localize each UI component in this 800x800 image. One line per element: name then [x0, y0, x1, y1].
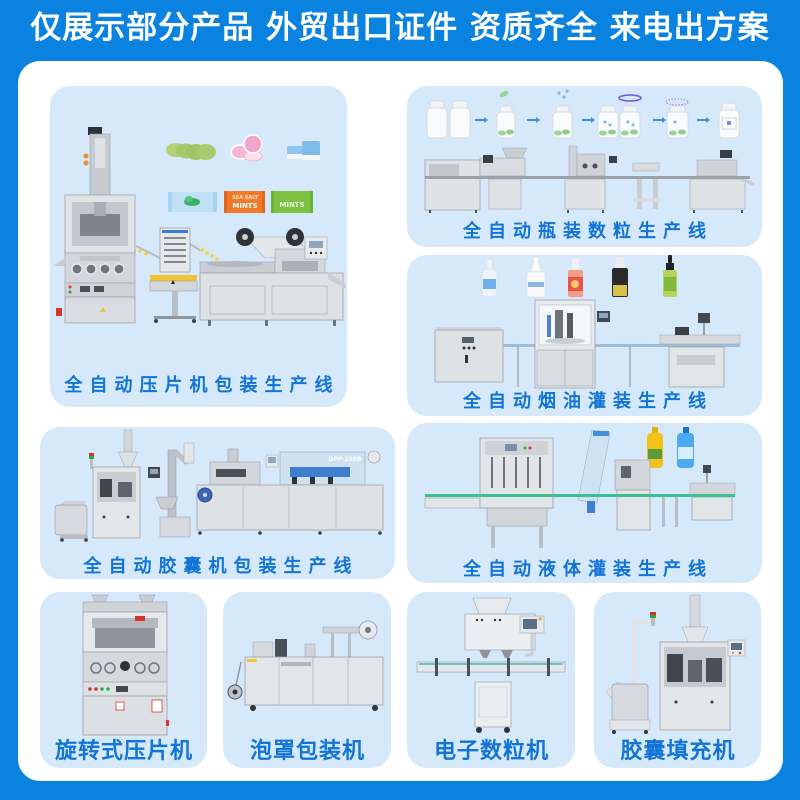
card-title: 全自动瓶装数粒生产线: [463, 221, 713, 242]
red-eliquid-bottle-image: [568, 259, 583, 297]
card-title: 全自动胶囊机包装生产线: [83, 556, 359, 577]
blister-packing-machine-image: DPP-250B: [196, 448, 384, 535]
eliquid-line-illustration: [434, 255, 741, 389]
card-title: 胶囊填充机: [620, 739, 736, 764]
blue-tablets-image: [287, 141, 320, 160]
card-title: 全自动液体灌装生产线: [463, 559, 713, 580]
card-blister-packing-machine: 泡罩包装机: [223, 592, 391, 768]
arrow-right-icon: [527, 117, 540, 123]
green-mints-candy-image: MINTS: [271, 191, 313, 213]
tablet-flow-dots: [138, 248, 219, 261]
eye-drop-bottle-image: [481, 258, 498, 298]
electronic-counting-machine-image: [416, 597, 566, 733]
card-electronic-counting-machine: 电子数粒机: [407, 592, 575, 768]
eliquid-filling-line-image: [434, 299, 741, 389]
card-title: 泡罩包装机: [249, 739, 365, 764]
bottle-with-desiccant-image: [552, 89, 573, 139]
blue-liquid-bottle-image: [677, 427, 694, 468]
candy-label: MINTS: [232, 202, 257, 210]
card-title: 旋转式压片机: [54, 739, 193, 764]
candy-label-top: SEA SALT: [232, 195, 258, 201]
card-title: 全自动烟油灌装生产线: [463, 391, 713, 412]
blister-packing-machine-image: [227, 620, 384, 711]
pillow-wrapping-machine-image: [199, 228, 346, 326]
capsule-filler-image: [54, 429, 160, 542]
labeled-bottle-image: [718, 102, 740, 139]
rotary-tablet-press-image: [82, 594, 169, 736]
pink-tablets-image: [230, 134, 263, 162]
bottle-with-capsules-image: [496, 90, 516, 139]
page-banner-title: 仅展示部分产品 外贸出口证件 资质齐全 来电出方案: [30, 10, 770, 46]
tablet-line-illustration: SEA SALT MINTS MINTS: [53, 127, 346, 326]
bottle-counting-line-image: [424, 145, 755, 213]
bottle-line-illustration: [424, 89, 755, 213]
liquid-line-illustration: [424, 427, 736, 548]
capsule-filling-machine-image: [605, 594, 746, 734]
rotary-tablet-press-image: [53, 127, 136, 324]
capsule-line-illustration: DPP-250B: [54, 429, 384, 542]
card-liquid-filling-line: 全自动液体灌装生产线: [407, 423, 762, 583]
green-tablets-image: [166, 143, 216, 160]
arrow-right-icon: [475, 117, 488, 123]
card-rotary-tablet-press: 旋转式压片机: [40, 592, 207, 768]
tablet-elevator-image: [135, 227, 201, 323]
sea-salt-mints-candy-image: SEA SALT MINTS: [224, 191, 265, 213]
capped-bottles-image: [597, 94, 642, 139]
arrow-right-icon: [697, 117, 710, 123]
empty-bottles-image: [426, 100, 471, 139]
card-tablet-press-packaging-line: SEA SALT MINTS MINTS: [50, 86, 347, 407]
card-eliquid-filling-line: 全自动烟油灌装生产线: [407, 255, 762, 416]
card-title: 全自动压片机包装生产线: [64, 375, 340, 396]
capsule-elevator-image: [155, 442, 195, 538]
machine-model-label: DPP-250B: [328, 456, 362, 463]
mint-candy-image: [168, 192, 217, 212]
card-capsule-filling-machine: 胶囊填充机: [594, 592, 761, 768]
card-bottle-counting-line: 全自动瓶装数粒生产线: [407, 86, 762, 247]
arrow-right-icon: [653, 117, 666, 123]
green-dropper-bottle-image: [663, 255, 677, 297]
black-eliquid-bottle-image: [612, 257, 628, 297]
arrow-right-icon: [582, 117, 595, 123]
card-title: 电子数粒机: [433, 739, 549, 764]
liquid-filling-line-image: [424, 429, 736, 548]
sealed-bottle-image: [665, 98, 689, 139]
white-dropper-bottle-image: [526, 256, 546, 298]
cooking-oil-bottle-image: [647, 427, 663, 468]
card-capsule-packaging-line: DPP-250B 全自动胶囊机包装生产线: [40, 427, 395, 579]
candy-label: MINTS: [279, 201, 304, 209]
